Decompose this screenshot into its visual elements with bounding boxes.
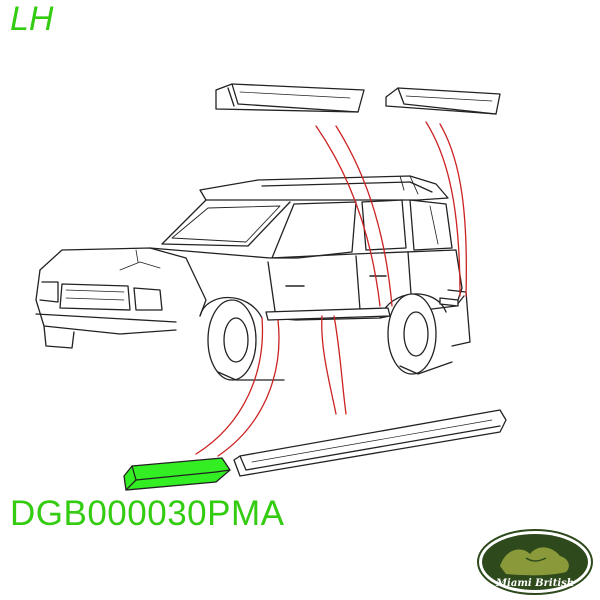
upper-quarter-trim [385,87,501,115]
upper-rear-door-trim [215,83,365,113]
front-door-lower-trim-highlighted [123,457,231,491]
vehicle-outline [35,175,471,381]
side-label: LH [10,0,54,38]
miami-british-logo: Miami British [477,529,593,595]
part-number: DGB000030PMA [10,494,285,533]
long-sill-trim [233,409,507,477]
leader-lines [195,121,467,457]
logo-text: Miami British [495,578,574,589]
